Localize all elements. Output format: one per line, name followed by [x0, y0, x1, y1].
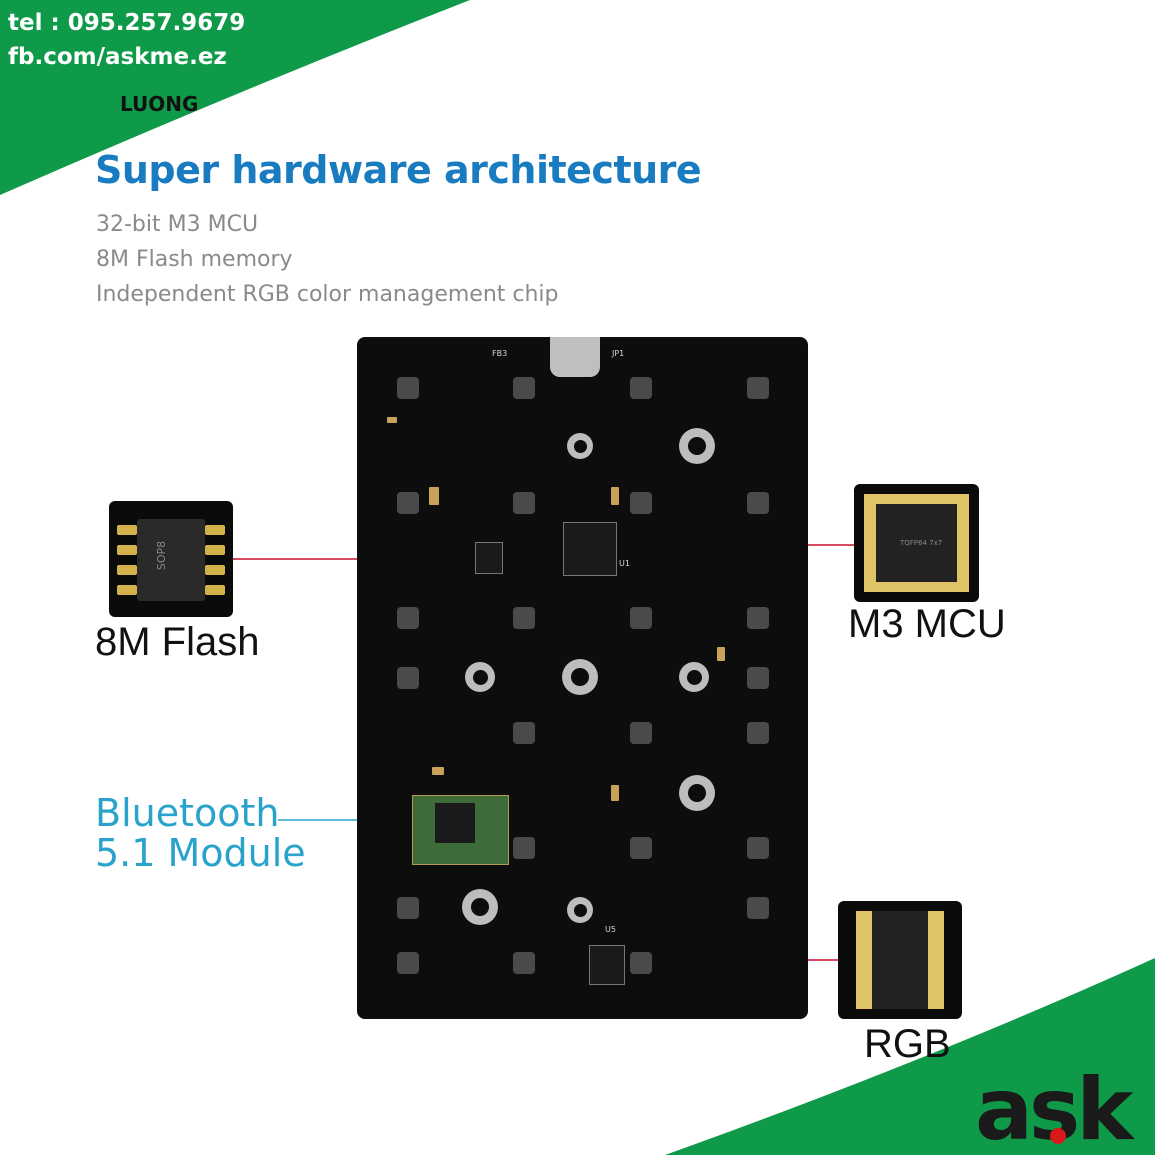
bluetooth-label-line2: 5.1 Module: [95, 831, 306, 875]
bluetooth-label-line1: Bluetooth: [95, 791, 280, 835]
rgb-chip-image: [838, 901, 962, 1019]
ask-logo-dot: [1050, 1128, 1066, 1144]
headline: Super hardware architecture: [95, 148, 702, 192]
brand-logo: LUONG: [120, 92, 199, 116]
flash-chip-image: SOP8: [109, 501, 233, 617]
phone-text: tel : 095.257.9679: [8, 10, 246, 36]
mcu-chip: [563, 522, 617, 576]
usb-c-connector: [550, 337, 600, 377]
flash-label: 8M Flash: [95, 620, 260, 664]
facebook-text: fb.com/askme.ez: [8, 44, 227, 70]
spec-mcu: 32-bit M3 MCU: [96, 212, 259, 237]
spec-flash: 8M Flash memory: [96, 247, 293, 272]
mcu-chip-text: TQFP64 7x7: [900, 539, 943, 547]
pcb-board-image: FB3 JP1 U1 U5: [357, 337, 808, 1019]
rgb-label: RGB: [864, 1022, 951, 1066]
mcu-chip-image: TQFP64 7x7: [854, 484, 979, 602]
flash-chip: [475, 542, 503, 574]
contact-block: tel : 095.257.9679 fb.com/askme.ez: [8, 6, 245, 74]
rgb-chip: [589, 945, 625, 985]
ask-logo: ask: [975, 1060, 1133, 1160]
spec-rgb: Independent RGB color management chip: [96, 282, 559, 307]
bluetooth-label: Bluetooth 5.1 Module: [95, 793, 306, 873]
flash-chip-text: SOP8: [155, 540, 169, 571]
mcu-label: M3 MCU: [848, 602, 1006, 646]
